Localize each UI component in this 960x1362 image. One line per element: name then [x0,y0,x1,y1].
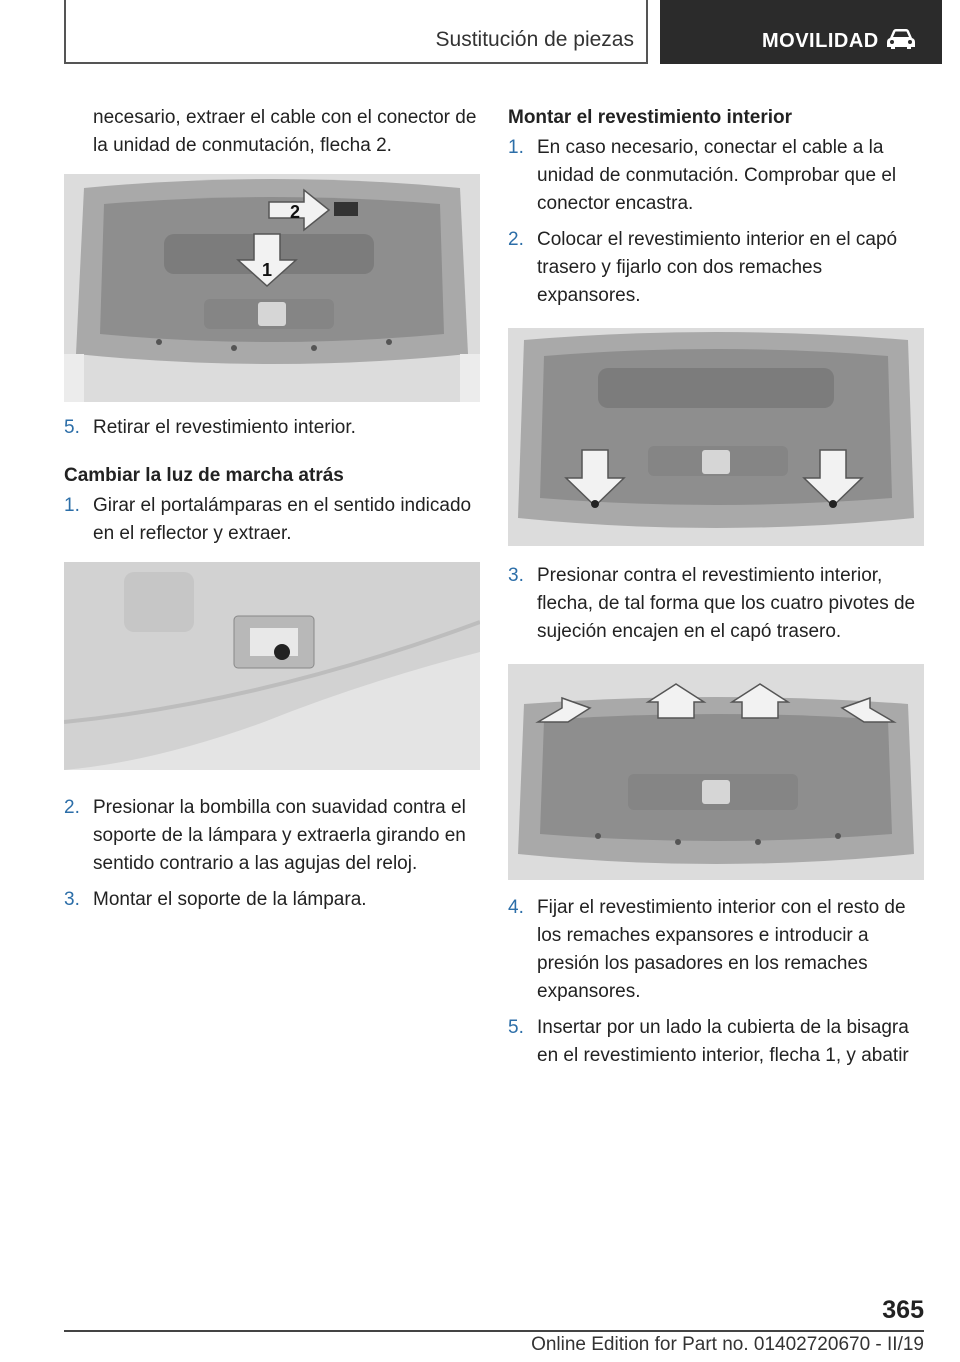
step-number: 1. [64,495,80,516]
step-number: 5. [64,417,80,438]
header-section-box: Sustitución de piezas [64,0,648,64]
chapter-label: MOVILIDAD [762,30,879,52]
trunk-lid-figure-1: 2 1 [64,174,480,402]
mount-step-3: 3. Presionar contra el revestimiento int… [508,562,924,646]
mount-step-2: 2. Colocar el revestimiento interior en … [508,226,924,310]
step-text: Colocar el revestimiento interior en el … [537,229,898,306]
step-text: Fijar el revestimiento interior con el r… [537,897,906,1002]
mount-step-1: 1. En caso necesario, conectar el cable … [508,134,924,218]
left-column: necesario, extraer el cable con el conec… [64,104,480,914]
step-text: En caso necesario, conectar el cable a l… [537,137,897,214]
trunk-lid-figure-2 [508,328,924,546]
step-number: 1. [508,137,524,158]
step-text: Presionar la bombilla con suavidad contr… [93,797,466,874]
chapter-tab: MOVILIDAD [660,0,942,64]
section-heading-mount-trim: Montar el revestimiento interior [508,107,793,128]
intro-paragraph: necesario, extraer el cable con el conec… [93,107,477,156]
step-number: 5. [508,1017,524,1038]
arrow-label-2: 2 [290,202,300,222]
step-text: Insertar por un lado la cubierta de la b… [537,1017,909,1066]
reverse-step-1: 1. Girar el portalámparas en el sentido … [64,492,480,548]
arrow-label-1: 1 [262,260,272,280]
lamp-holder-figure [64,562,480,770]
step-number: 2. [64,797,80,818]
step-number: 3. [64,889,80,910]
section-title: Sustitución de piezas [435,28,634,51]
step-number: 3. [508,565,524,586]
reverse-step-3: 3. Montar el soporte de la lámpara. [64,886,480,914]
section-heading-reverse-light: Cambiar la luz de marcha atrás [64,465,344,486]
edition-line: Online Edition for Part no. 01402720670 … [531,1334,924,1355]
car-icon [887,29,915,49]
step-number: 4. [508,897,524,918]
step-text: Retirar el revestimiento interior. [93,417,356,438]
trunk-lid-figure-3 [508,664,924,880]
footer-divider [64,1330,924,1332]
step-number: 2. [508,229,524,250]
step-text: Girar el portalámparas en el sentido ind… [93,495,472,544]
page-number: 365 [882,1296,924,1324]
step-5-remove: 5. Retirar el revestimiento interior. [64,414,480,442]
right-column: Montar el revestimiento interior 1. En c… [508,104,924,1070]
mount-step-4: 4. Fijar el revestimiento interior con e… [508,894,924,1006]
step-text: Montar el soporte de la lámpara. [93,889,367,910]
mount-step-5: 5. Insertar por un lado la cubierta de l… [508,1014,924,1070]
step-text: Presionar contra el revestimiento interi… [537,565,916,642]
reverse-step-2: 2. Presionar la bombilla con suavidad co… [64,794,480,878]
